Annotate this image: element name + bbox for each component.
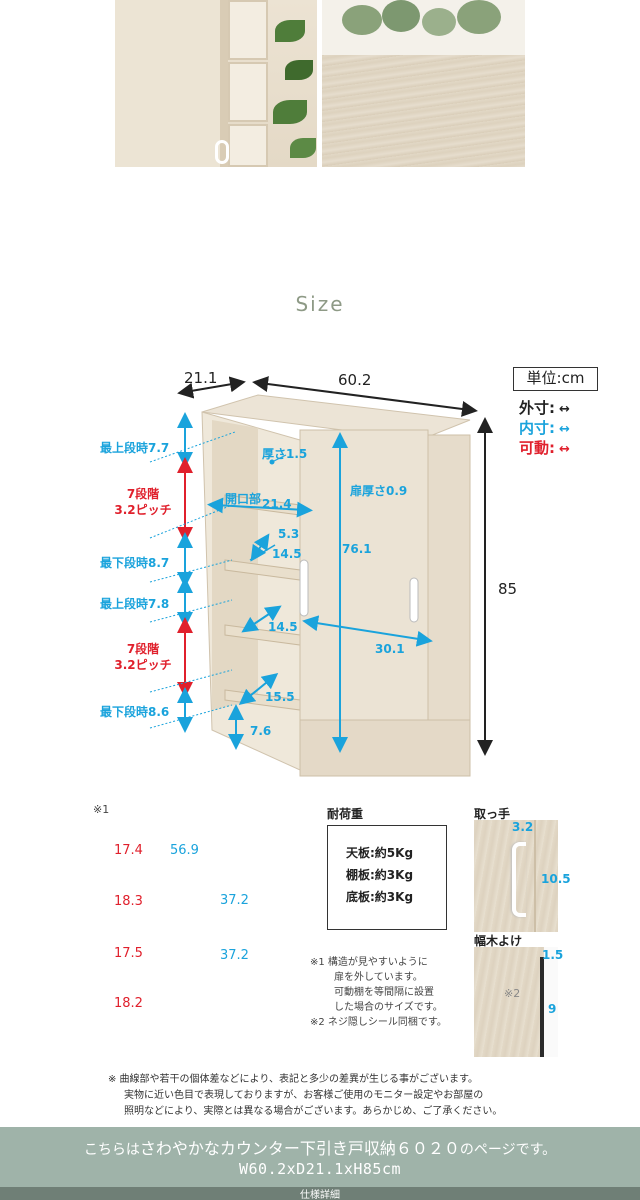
height-label: 85: [498, 580, 518, 598]
handle-icon: [512, 842, 526, 917]
footer-dimensions: W60.2xD21.1xH85cm: [238, 1160, 402, 1178]
dim-7-6: 7.6: [250, 724, 272, 738]
handle-width: 3.2: [512, 820, 534, 834]
legend-movable: 可動:↔: [519, 439, 570, 457]
section-title-size: Size: [295, 292, 345, 316]
note-line: した場合のサイズです。: [334, 1002, 443, 1013]
footer-product-line: こちらはさわやかなカウンター下引き戸収納６０２０のページです。: [83, 1139, 557, 1158]
load-bottom: 底板:約3Kg: [346, 890, 414, 904]
load-top: 天板:約5Kg: [346, 846, 414, 860]
dim-14-5-a: 14.5: [272, 547, 302, 561]
baseboard-detail-image: ※2: [474, 947, 558, 1057]
dim-14-5-b: 14.5: [268, 620, 298, 634]
disclaimer-line: ※ 曲線部や若干の個体差などにより、表記と多少の差異が生じる事がございます。: [108, 1074, 478, 1085]
baseboard-height: 9: [548, 1002, 557, 1016]
load-shelf: 棚板:約3Kg: [346, 868, 414, 882]
sliding-door-left: [299, 429, 429, 761]
note-line: ※2 ネジ隠しシール同梱です。: [310, 1017, 447, 1028]
legend-outer: 外寸:↔: [519, 399, 570, 417]
p1-dim-18-2: 18.2: [114, 996, 143, 1011]
p1-dim-17-4: 17.4: [114, 843, 143, 858]
dim-5-3: 5.3: [278, 527, 300, 541]
product-footer-banner: こちらはさわやかなカウンター下引き戸収納６０２０のページです。 W60.2xD2…: [0, 1127, 640, 1187]
door-thickness-label: 扉厚さ0.9: [350, 484, 408, 498]
double-arrow-icon: ↔: [559, 402, 570, 417]
opening-value: 21.4: [262, 497, 292, 511]
main-size-diagram: 21.1 60.2 85 最上段時7.7 7段階 3.2ピッチ 最下段時8.7 …: [0, 355, 640, 785]
handle-title: 取っ手: [474, 807, 511, 821]
p1-dim-56-9: 56.9: [170, 843, 199, 858]
steps-top: 7段階 3.2ピッチ: [114, 487, 172, 517]
baseboard-mark: ※2: [504, 987, 521, 1000]
double-arrow-icon: ↔: [559, 422, 570, 437]
handle-detail-image: [474, 820, 558, 932]
handle-height: 10.5: [541, 872, 571, 886]
cabinet-diagram: [149, 376, 493, 777]
product-photo-shelf: [115, 0, 317, 167]
inner-height-label: 76.1: [342, 542, 372, 556]
p1-dim-17-5: 17.5: [114, 946, 143, 961]
baseboard-width: 1.5: [542, 948, 564, 962]
diagram-notes: ※1 構造が見やすいように 扉を外しています。 可動棚を等間隔に設置 した場合の…: [310, 955, 480, 1030]
baseboard-title: 幅木よけ: [474, 934, 523, 948]
disclaimer-line: 照明などにより、実際とは異なる場合がございます。あらかじめ、ご了承ください。: [124, 1106, 503, 1117]
inner-width-label: 30.1: [375, 642, 405, 656]
bottom-gap-bottom-label: 最下段時8.6: [100, 705, 170, 719]
note-line: 扉を外しています。: [334, 972, 423, 983]
dim-15-5: 15.5: [265, 690, 295, 704]
legend-inner: 内寸:↔: [519, 419, 570, 437]
note-mark-1: ※1: [93, 803, 110, 816]
p1-dim-18-3: 18.3: [114, 894, 143, 909]
top-gap-bottom-label: 最上段時7.8: [100, 597, 170, 611]
width-label: 60.2: [338, 371, 372, 389]
note-line: ※1 構造が見やすいように: [310, 957, 428, 968]
opening-label: 開口部: [225, 492, 262, 506]
p1-dim-37-2-b: 37.2: [220, 948, 249, 963]
double-arrow-icon: ↔: [559, 442, 570, 457]
top-gap-label: 最上段時7.7: [100, 441, 170, 455]
shelf-thickness-label: 厚さ1.5: [262, 447, 308, 461]
bottom-gap-top-label: 最下段時8.7: [100, 556, 170, 570]
unit-label: 単位:cm: [513, 367, 598, 391]
depth-label: 21.1: [184, 369, 218, 387]
p1-dim-37-2-a: 37.2: [220, 893, 249, 908]
disclaimer-line: 実物に近い色目で表現しておりますが、お客様ご使用のモニター設定やお部屋の: [124, 1090, 484, 1101]
steps-bottom: 7段階 3.2ピッチ: [114, 642, 172, 672]
product-photo-wood-texture: [322, 0, 525, 167]
note-line: 可動棚を等間隔に設置: [334, 987, 434, 998]
load-capacity-box: 天板:約5Kg 棚板:約3Kg 底板:約3Kg: [327, 825, 447, 930]
disclaimer: ※ 曲線部や若干の個体差などにより、表記と多少の差異が生じる事がございます。 実…: [108, 1072, 558, 1120]
load-capacity-title: 耐荷重: [327, 807, 364, 821]
spec-details-bar: 仕様詳細: [0, 1187, 640, 1200]
footer-product-name: さわやかなカウンター下引き戸収納６０２０: [139, 1139, 460, 1158]
